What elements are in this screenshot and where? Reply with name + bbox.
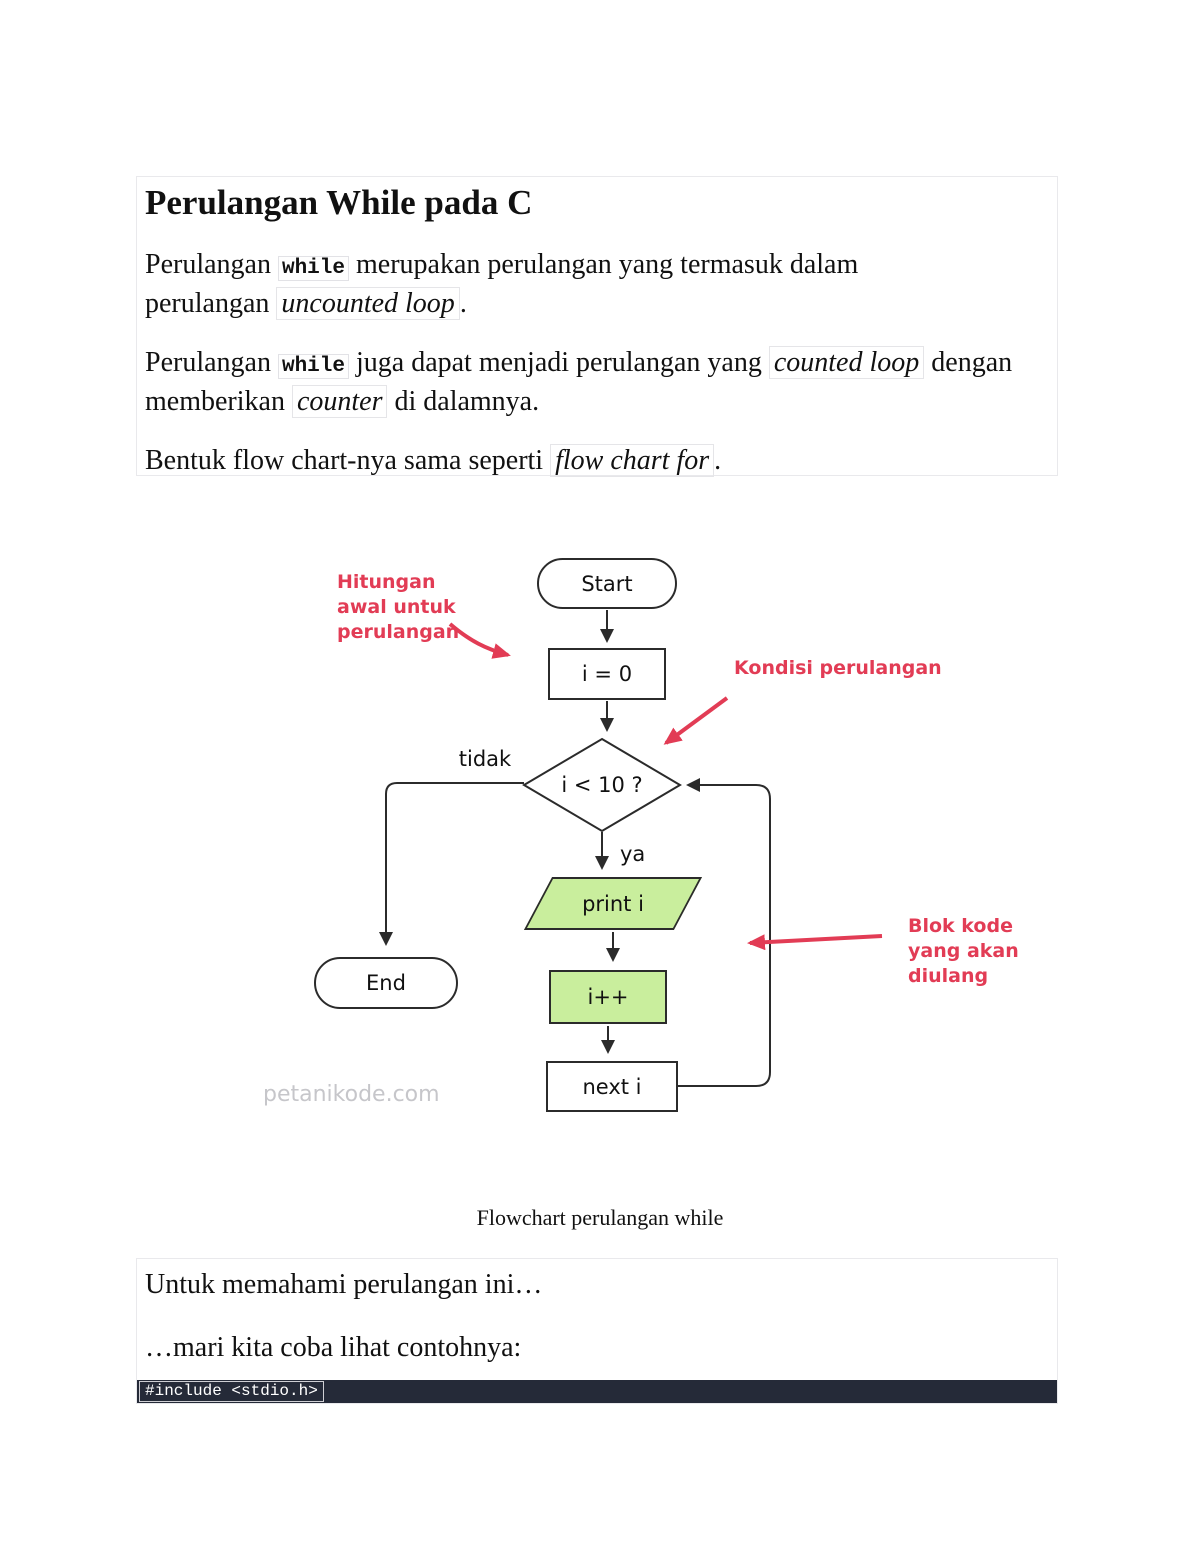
figure-caption: Flowchart perulangan while bbox=[476, 1205, 724, 1230]
annotation-arrow-cond bbox=[663, 696, 729, 745]
text-run: Perulangan bbox=[145, 249, 278, 280]
intro-section: Perulangan While pada C Perulangan while… bbox=[136, 176, 1058, 478]
code-line-include: #include <stdio.h> bbox=[139, 1381, 324, 1402]
outro-paragraph-1: Untuk memahami perulangan ini… bbox=[145, 1269, 543, 1300]
intro-paragraph-2: Perulangan while juga dapat menjadi peru… bbox=[145, 345, 1049, 419]
watermark: petanikode.com bbox=[263, 1082, 440, 1107]
page-title: Perulangan While pada C bbox=[145, 183, 533, 222]
intro-paragraph-3: Bentuk flow chart-nya sama seperti flow … bbox=[145, 443, 1049, 478]
annotation-body-note: Blok kode yang akan diulang bbox=[908, 915, 1019, 987]
intro-paragraph-1: Perulangan while merupakan perulangan ya… bbox=[145, 247, 1049, 321]
flow-node-start: Start bbox=[537, 558, 677, 609]
text-run: perulangan bbox=[145, 288, 277, 319]
annotation-init-note: Hitungan awal untuk perulangan bbox=[337, 571, 460, 643]
inline-em-flow-chart-for: flow chart for bbox=[550, 444, 715, 477]
arrow-loop-back bbox=[678, 778, 771, 1087]
code-block: #include <stdio.h> bbox=[137, 1380, 1057, 1403]
text-run: merupakan perulangan yang termasuk dalam bbox=[348, 249, 859, 280]
annotation-arrow-body bbox=[747, 934, 883, 951]
flow-node-init: i = 0 bbox=[548, 648, 666, 700]
inline-em-counted-loop: counted loop bbox=[768, 346, 925, 379]
arrow-cond-to-end bbox=[379, 782, 524, 946]
text-run: memberikan bbox=[145, 386, 292, 417]
text-run: Perulangan bbox=[145, 347, 278, 378]
flow-node-print-label: print i bbox=[582, 891, 644, 916]
inline-em-counter: counter bbox=[291, 385, 388, 418]
inline-code-while: while bbox=[277, 256, 349, 281]
outro-section: Untuk memahami perulangan ini… …mari kit… bbox=[136, 1258, 1058, 1404]
edge-label-yes: ya bbox=[620, 842, 646, 866]
text-run: di dalamnya. bbox=[387, 386, 540, 417]
text-run: . bbox=[459, 288, 467, 319]
text-run: dengan bbox=[924, 347, 1013, 378]
text-run: Bentuk flow chart-nya sama seperti bbox=[145, 445, 551, 476]
flow-node-condition-label: i < 10 ? bbox=[561, 773, 643, 797]
inline-em-uncounted-loop: uncounted loop bbox=[276, 287, 460, 320]
flow-node-next: next i bbox=[546, 1061, 678, 1112]
flow-node-end: End bbox=[314, 957, 458, 1009]
flow-node-increment: i++ bbox=[549, 970, 667, 1024]
annotation-cond-note: Kondisi perulangan bbox=[734, 657, 942, 679]
text-run: . bbox=[714, 445, 722, 476]
inline-code-while: while bbox=[277, 354, 349, 379]
edge-label-no: tidak bbox=[458, 747, 512, 771]
outro-paragraph-2: …mari kita coba lihat contohnya: bbox=[145, 1332, 522, 1363]
text-run: juga dapat menjadi perulangan yang bbox=[348, 347, 769, 378]
